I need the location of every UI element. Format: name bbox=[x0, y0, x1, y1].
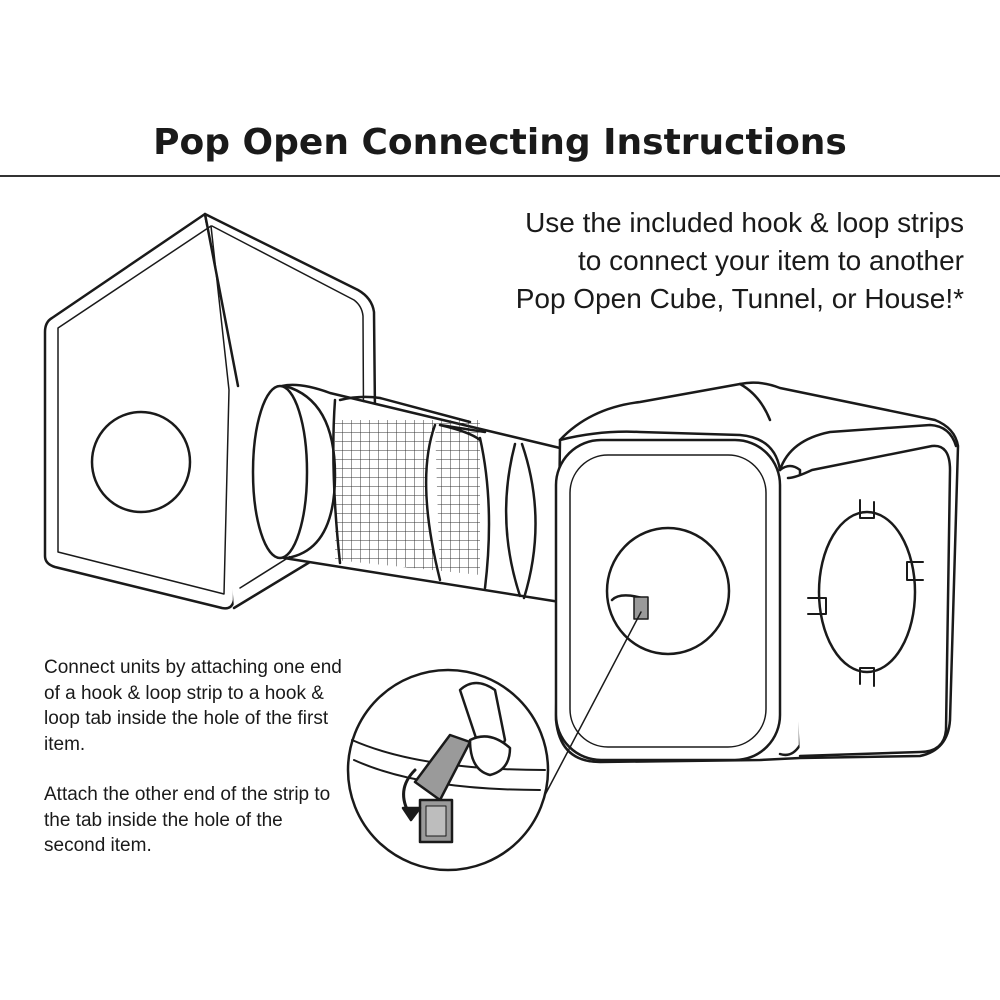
page-title: Pop Open Connecting Instructions bbox=[153, 122, 847, 163]
step-1: Connect units by attaching one end of a … bbox=[44, 657, 342, 755]
intro-line: to connect your item to another bbox=[578, 245, 964, 276]
title-divider bbox=[0, 175, 1000, 177]
pop-open-tunnel bbox=[251, 383, 562, 604]
detail-inset bbox=[346, 611, 642, 872]
pop-open-cube bbox=[554, 381, 960, 764]
step-2: Attach the other end of the strip to the… bbox=[44, 784, 331, 856]
instruction-steps: Connect units by attaching one end of a … bbox=[44, 655, 344, 884]
intro-text: Use the included hook & loop strips to c… bbox=[516, 204, 964, 318]
intro-line: Pop Open Cube, Tunnel, or House!* bbox=[515, 283, 964, 314]
intro-line: Use the included hook & loop strips bbox=[525, 207, 964, 238]
